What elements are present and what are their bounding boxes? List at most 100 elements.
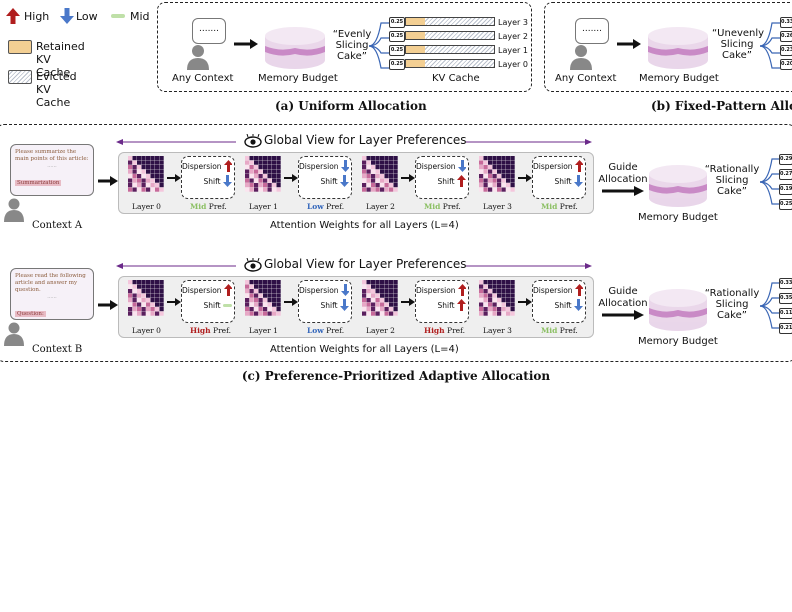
preference-box: Dispersion Shift: [298, 280, 352, 323]
dispersion-label: Dispersion: [416, 161, 456, 171]
preference-level: Mid: [541, 326, 558, 335]
arrow-icon: [167, 174, 181, 182]
arrow-icon: [98, 176, 118, 186]
down-arrow-icon: [340, 160, 349, 172]
preference-label: Low Pref.: [307, 326, 344, 335]
layer-heatmap: [245, 156, 281, 196]
layer-heatmap: [128, 156, 164, 196]
panel-c-caption: (c) Preference-Prioritized Adaptive Allo…: [241, 369, 551, 383]
panel-a-budget: Memory Budget: [258, 73, 338, 84]
up-arrow-icon: [457, 284, 466, 296]
dispersion-label: Dispersion: [533, 285, 573, 295]
kv-layer-label: Layer 0: [498, 60, 528, 69]
legend-high: High: [24, 10, 50, 23]
quote-label: “Rationally Slicing Cake”: [704, 288, 760, 321]
attention-heatmap: [128, 280, 164, 316]
panel-c: [0, 124, 792, 362]
attention-heatmap: [362, 156, 398, 192]
pref-suffix: Pref.: [208, 202, 227, 211]
arrow-icon: [284, 174, 298, 182]
kv-value: 0.19: [779, 184, 792, 195]
kv-cache-bars: 0.25 Layer 3 0.25 Layer 2 0.25 Layer 1 0…: [389, 17, 529, 73]
arrow-icon: [284, 298, 298, 306]
pref-suffix: Pref.: [213, 326, 231, 335]
layer-label: Layer 3: [483, 202, 512, 211]
down-arrow-icon: [340, 299, 349, 311]
preference-label: High Pref.: [190, 326, 231, 335]
context-dots: ......: [47, 163, 57, 169]
cake-icon: [649, 165, 707, 207]
speech-bubble: .......: [575, 18, 609, 44]
arrow-icon: [401, 298, 415, 306]
branch-arrows: [760, 158, 780, 205]
pref-suffix: Pref.: [559, 202, 578, 211]
preference-level: High: [424, 326, 445, 335]
shift-label: Shift: [437, 300, 455, 310]
context-label: Context B: [32, 344, 83, 355]
kv-row: 0.25 Layer 2: [389, 31, 529, 45]
panel-a-caption: (a) Uniform Allocation: [275, 99, 427, 113]
kv-value: 0.29: [779, 154, 792, 165]
guide-allocation-label: Guide Allocation: [598, 162, 648, 185]
context-tag: Summarization: [15, 180, 62, 186]
panel-b-context: Any Context: [555, 73, 617, 84]
layer-label: Layer 3: [483, 326, 512, 335]
retained-swatch: [8, 40, 32, 54]
arrow-icon: [518, 174, 532, 182]
up-arrow-icon: [574, 284, 583, 296]
legend-mid: Mid: [130, 10, 150, 23]
shift-label: Shift: [203, 300, 221, 310]
shift-label: Shift: [554, 300, 572, 310]
arrow-icon: [602, 186, 644, 196]
preference-level: Low: [307, 202, 324, 211]
up-arrow-icon: [223, 284, 232, 296]
layer-label: Layer 1: [249, 202, 278, 211]
kv-value: 0.23: [780, 45, 792, 56]
context-bubble: Please summarize the main points of this…: [10, 144, 94, 196]
dispersion-label: Dispersion: [299, 285, 339, 295]
global-view-line: [116, 263, 592, 269]
user-icon: [4, 198, 24, 222]
preference-level: Mid: [190, 202, 207, 211]
user-icon: [4, 322, 24, 346]
kv-row: 0.25 Layer 3: [389, 17, 529, 31]
up-arrow-icon: [574, 160, 583, 172]
branch-arrows: [369, 22, 389, 69]
up-arrow-icon: [223, 160, 232, 172]
panel-b-caption: (b) Fixed-Pattern Allo: [651, 99, 792, 113]
dispersion-label: Dispersion: [182, 285, 222, 295]
kv-row: 0.25 Layer 0: [389, 59, 529, 73]
preference-box: Dispersion Shift: [415, 280, 469, 323]
layer-heatmap: [362, 156, 398, 196]
attention-heatmap: [479, 156, 515, 192]
preference-level: High: [190, 326, 211, 335]
arrow-icon: [234, 39, 258, 49]
pref-suffix: Pref.: [326, 326, 345, 335]
layer-heatmap: [479, 156, 515, 196]
budget-label: Memory Budget: [638, 336, 718, 347]
user-icon: [570, 45, 592, 70]
quote-label: “Rationally Slicing Cake”: [704, 164, 760, 197]
user-icon: [187, 45, 209, 70]
pref-suffix: Pref.: [442, 202, 461, 211]
context-tag: Question:: [15, 311, 46, 317]
shift-label: Shift: [320, 300, 338, 310]
arrow-icon: [167, 298, 181, 306]
eye-icon: [244, 258, 262, 272]
panel-b: [544, 2, 792, 92]
preference-box: Dispersion Shift: [298, 156, 352, 199]
dispersion-label: Dispersion: [182, 161, 222, 171]
context-dots: ......: [47, 294, 57, 300]
kv-value: 0.26: [780, 31, 792, 42]
attention-heatmap: [362, 280, 398, 316]
layer-label: Layer 2: [366, 326, 395, 335]
speech-bubble: .......: [192, 18, 226, 44]
up-arrow-icon: [457, 299, 466, 311]
cake-icon: [649, 289, 707, 331]
preference-box: Dispersion Shift: [532, 280, 586, 323]
dispersion-label: Dispersion: [416, 285, 456, 295]
arrow-icon: [602, 310, 644, 320]
preference-label: Mid Pref.: [190, 202, 227, 211]
preference-label: Low Pref.: [307, 202, 344, 211]
global-view-label: Global View for Layer Preferences: [264, 257, 467, 271]
